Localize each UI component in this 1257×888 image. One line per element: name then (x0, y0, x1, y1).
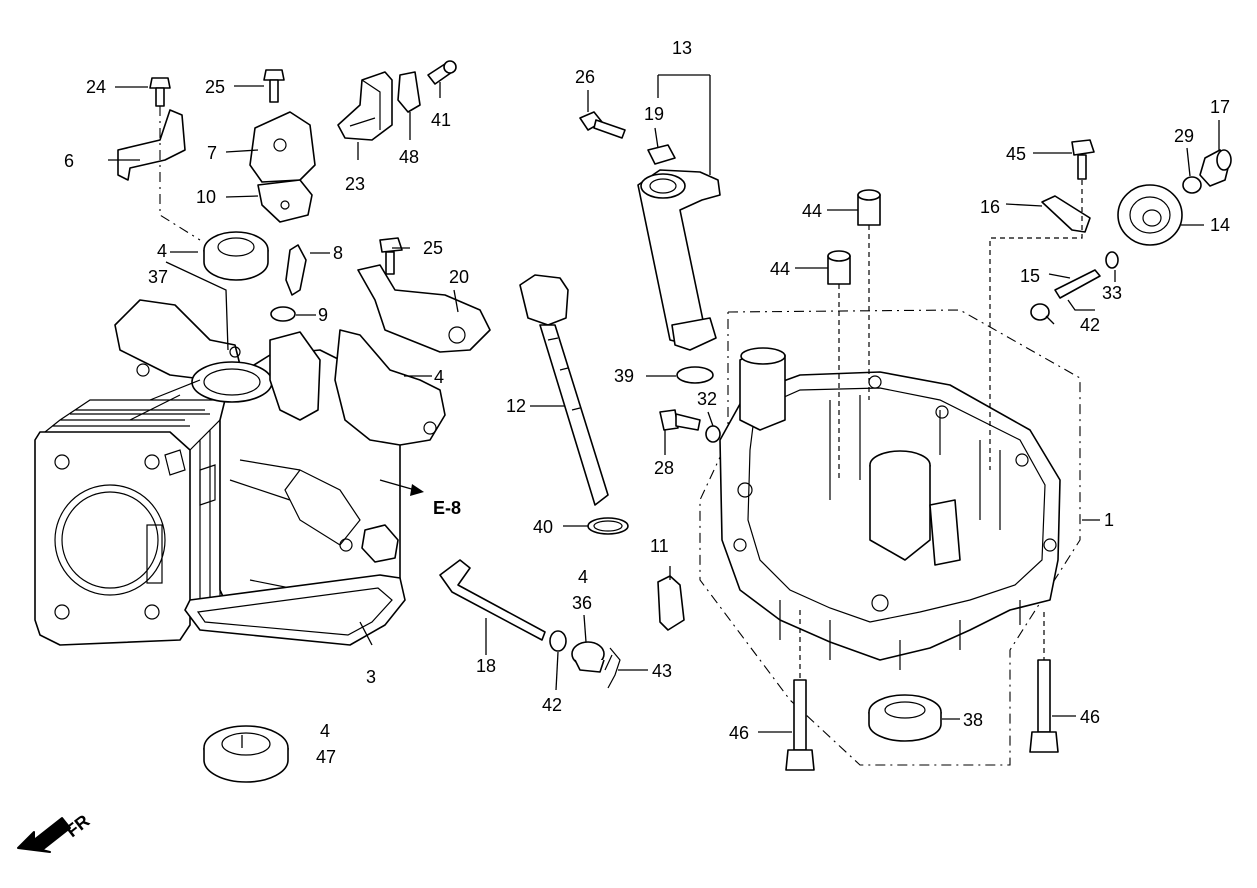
direction-label: FR (62, 811, 93, 842)
label-1: 1 (1104, 510, 1114, 530)
dipstick-12 (519, 274, 609, 506)
clip-48 (397, 71, 421, 113)
label-43: 43 (652, 661, 672, 681)
bolt-46b (1029, 659, 1059, 753)
crankcase-cover-1 (719, 347, 1061, 670)
label-4-bearing36: 4 (578, 567, 588, 587)
label-46-left: 46 (729, 723, 749, 743)
label-24: 24 (86, 77, 106, 97)
label-4-seal: 4 (157, 241, 167, 261)
slider-17 (1199, 149, 1232, 187)
bolt-28 (659, 409, 701, 431)
label-10: 10 (196, 187, 216, 207)
dowel-44b (827, 250, 851, 285)
label-45: 45 (1006, 144, 1026, 164)
label-14: 14 (1210, 215, 1230, 235)
plate-7 (249, 111, 316, 183)
bracket-6 (117, 109, 186, 181)
bolt-25a (263, 69, 285, 103)
label-40: 40 (533, 517, 553, 537)
label-19: 19 (644, 104, 664, 124)
leader-lines (108, 74, 1220, 748)
label-25-lower: 25 (423, 238, 443, 258)
plug-9 (270, 306, 296, 322)
label-3: 3 (366, 667, 376, 687)
label-23: 23 (345, 174, 365, 194)
bearing-47 (203, 725, 289, 783)
label-6: 6 (64, 151, 74, 171)
clip-43 (604, 647, 621, 689)
governor-shaft-18 (439, 559, 546, 641)
gear-14 (1117, 184, 1183, 246)
label-4-bearing47: 4 (320, 721, 330, 741)
label-46-right: 46 (1080, 707, 1100, 727)
label-47: 47 (316, 747, 336, 767)
label-29: 29 (1174, 126, 1194, 146)
label-48: 48 (399, 147, 419, 167)
holder-11 (657, 575, 685, 631)
label-11: 11 (650, 536, 669, 556)
label-9: 9 (318, 305, 328, 325)
label-33: 33 (1102, 283, 1122, 303)
label-15: 15 (1020, 266, 1040, 286)
screw-41 (427, 60, 457, 85)
label-26: 26 (575, 67, 595, 87)
label-38: 38 (963, 710, 983, 730)
label-44-lower: 44 (770, 259, 790, 279)
arm-centerline (989, 180, 1083, 470)
label-39: 39 (614, 366, 634, 386)
label-42-shaft: 42 (542, 695, 562, 715)
centerline-6 (159, 106, 201, 241)
label-4-block: 4 (434, 367, 444, 387)
dowel-44a (857, 189, 881, 226)
label-18: 18 (476, 656, 496, 676)
label-44-upper: 44 (802, 201, 822, 221)
reference-label: E-8 (433, 498, 461, 518)
gasket-3 (184, 574, 406, 646)
label-32: 32 (697, 389, 717, 409)
label-28: 28 (654, 458, 674, 478)
bolt-24 (149, 77, 171, 107)
part-labels: 1 3 4 4 4 4 6 7 8 9 10 11 12 13 14 15 16… (62, 38, 1230, 841)
reference-arrow (379, 479, 424, 496)
label-41: 41 (431, 110, 451, 130)
pin-19 (647, 144, 676, 165)
washer-42b (1030, 303, 1050, 321)
cover-outline (699, 309, 1081, 766)
filler-tube-13 (637, 169, 721, 351)
bearing-36 (571, 641, 605, 673)
bolt-26 (579, 111, 626, 139)
bracket-20 (357, 264, 491, 353)
fr-arrow-icon (17, 817, 71, 853)
label-42-governor: 42 (1080, 315, 1100, 335)
bolt-25b (379, 237, 403, 275)
bearing-38 (868, 694, 942, 742)
o-ring-39 (676, 366, 714, 384)
label-20: 20 (449, 267, 469, 287)
washer-42a (549, 630, 567, 652)
chain-8 (285, 244, 307, 296)
label-13: 13 (672, 38, 692, 58)
bolt-45 (1071, 139, 1095, 180)
label-36: 36 (572, 593, 592, 613)
bracket-23 (337, 71, 393, 141)
label-37: 37 (148, 267, 168, 287)
washer-32 (705, 425, 721, 443)
bolt-46a (785, 679, 815, 771)
label-8: 8 (333, 243, 343, 263)
arm-16 (1041, 195, 1091, 233)
label-7: 7 (207, 143, 217, 163)
label-16: 16 (980, 197, 1000, 217)
cylinder-block (34, 299, 446, 646)
shaft-15 (1054, 269, 1101, 299)
label-17: 17 (1210, 97, 1230, 117)
clip-33 (1105, 251, 1119, 269)
label-25-upper: 25 (205, 77, 225, 97)
washer-29 (1182, 176, 1202, 194)
oil-seal-37 (203, 231, 269, 281)
label-12: 12 (506, 396, 526, 416)
